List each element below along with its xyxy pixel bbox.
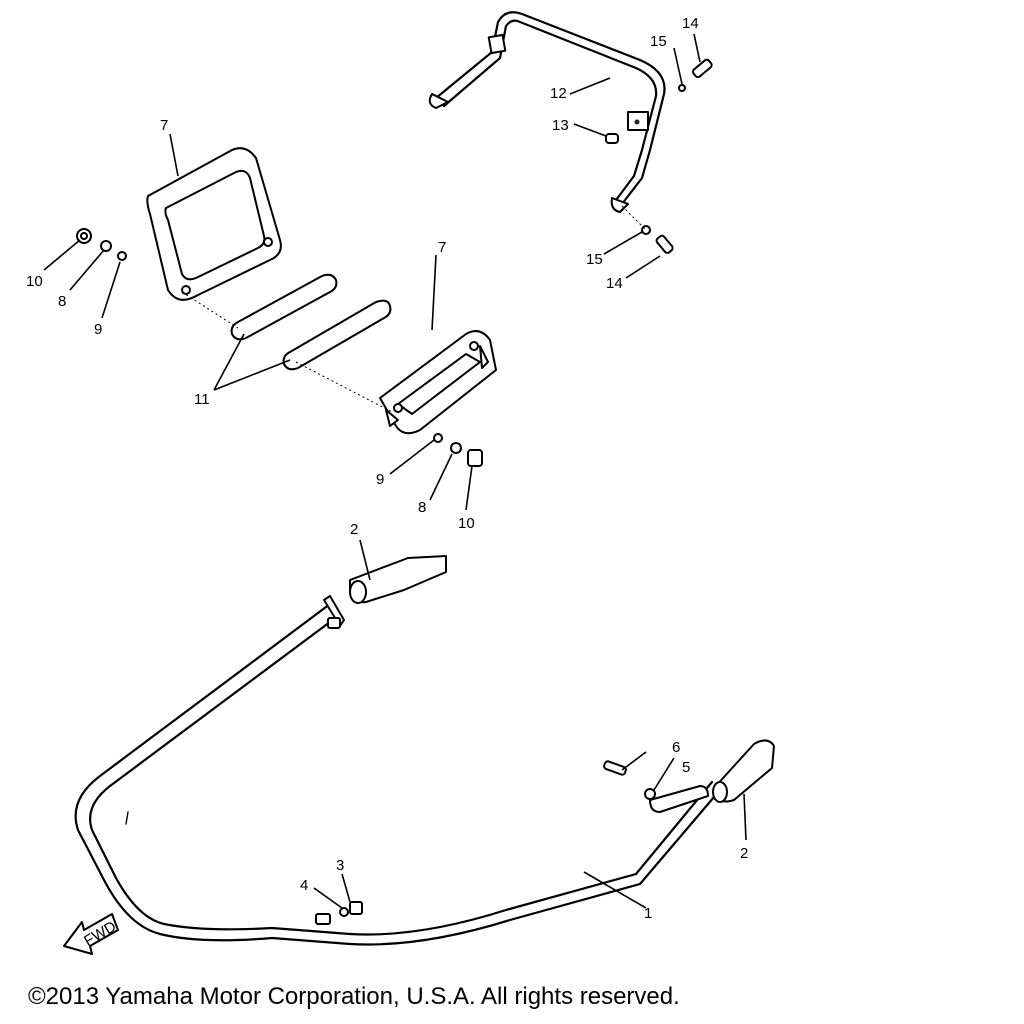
callout-2-upper: 2	[350, 521, 358, 538]
grip-part-2-lower	[712, 739, 775, 803]
parts-diagram: FWD 7 7 10 8 9 11 9 8 10 12 13 15 14 15	[26, 11, 775, 955]
callout-3: 3	[336, 857, 344, 874]
bracket-part-7-right	[379, 330, 497, 435]
fwd-arrow-icon: FWD	[63, 913, 119, 955]
copyright-notice: ©2013 Yamaha Motor Corporation, U.S.A. A…	[28, 983, 680, 1010]
callout-4: 4	[300, 877, 308, 894]
bumper-part-1	[74, 595, 722, 946]
callout-10-upper: 10	[26, 273, 43, 290]
callout-9-upper: 9	[94, 321, 102, 338]
callout-14-upper: 14	[682, 15, 699, 32]
callout-8-upper: 8	[58, 293, 66, 310]
grab-bar-part-12	[428, 11, 666, 213]
fasteners-middle	[433, 433, 483, 467]
leader-lines	[43, 33, 747, 909]
callout-13: 13	[552, 117, 569, 134]
callout-5: 5	[682, 759, 690, 776]
bumper-part-1-right-end	[649, 785, 709, 813]
callout-14-lower: 14	[606, 275, 623, 292]
callout-15-lower: 15	[586, 251, 603, 268]
callout-8-lower: 8	[418, 499, 426, 516]
callout-1: 1	[644, 905, 652, 922]
callout-2-lower: 2	[740, 845, 748, 862]
callout-10-lower: 10	[458, 515, 475, 532]
grip-part-2-upper	[349, 555, 447, 604]
callout-6: 6	[672, 739, 680, 756]
rod-part-11	[230, 273, 392, 371]
callout-11: 11	[194, 391, 210, 408]
callout-7-left: 7	[160, 117, 168, 134]
callout-12: 12	[550, 85, 567, 102]
bracket-part-7-left	[146, 147, 282, 301]
callout-7-right: 7	[438, 239, 446, 256]
callout-9-lower: 9	[376, 471, 384, 488]
callout-15-upper: 15	[650, 33, 667, 50]
fasteners-upper-left	[76, 228, 127, 261]
